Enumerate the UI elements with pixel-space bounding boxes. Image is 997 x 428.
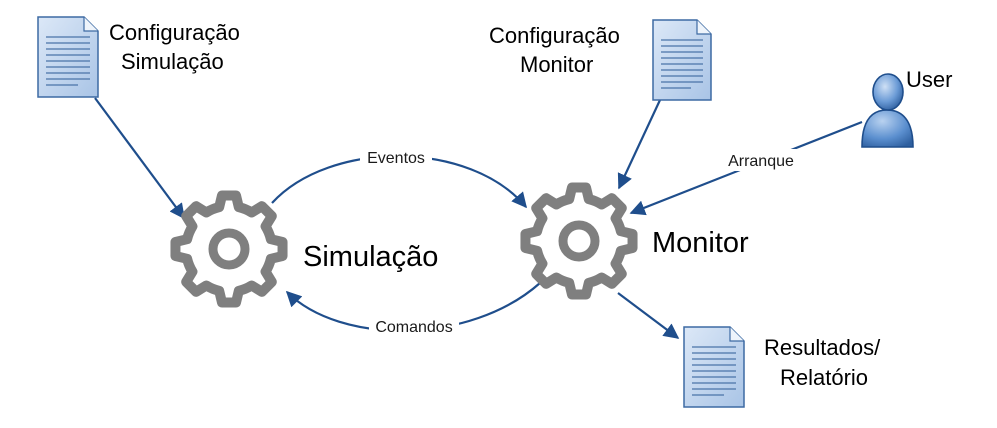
- edge-label-eventos: Eventos: [360, 146, 432, 168]
- user-icon: [861, 73, 914, 148]
- resultados-label: Resultados/ Relatório: [764, 335, 886, 390]
- config-simulacao-label: Configuração Simulação: [109, 20, 246, 74]
- config-simulacao-line1: Configuração: [109, 20, 240, 45]
- gear-hub: [208, 228, 250, 270]
- edge-label-arranque: Arranque: [717, 149, 805, 171]
- config-monitor-line2: Monitor: [520, 52, 593, 77]
- eventos-label: Eventos: [367, 150, 425, 167]
- resultados-line2: Relatório: [780, 365, 868, 390]
- resultados-line1: Resultados/: [764, 335, 881, 360]
- config-simulacao-document-icon: [37, 16, 99, 98]
- edge-monitor-to-resultados: [617, 292, 680, 339]
- simulacao-gear-icon: [170, 190, 288, 308]
- config-monitor-line1: Configuração: [489, 23, 620, 48]
- edge-label-comandos: Comandos: [369, 315, 459, 337]
- user-label: User: [906, 67, 952, 92]
- comandos-label: Comandos: [375, 319, 452, 336]
- config-monitor-label: Configuração Monitor: [489, 23, 626, 77]
- config-simulacao-line2: Simulação: [121, 49, 224, 74]
- edge-config-sim-to-simulacao: [94, 97, 185, 220]
- gear-hub: [558, 220, 600, 262]
- config-monitor-document-icon: [652, 19, 712, 101]
- monitor-gear-icon: [520, 182, 638, 300]
- arranque-label: Arranque: [728, 153, 794, 170]
- edge-config-mon-to-monitor: [617, 99, 661, 190]
- simulacao-label: Simulação: [303, 241, 438, 273]
- monitor-label: Monitor: [652, 227, 749, 259]
- resultados-document-icon: [683, 326, 745, 408]
